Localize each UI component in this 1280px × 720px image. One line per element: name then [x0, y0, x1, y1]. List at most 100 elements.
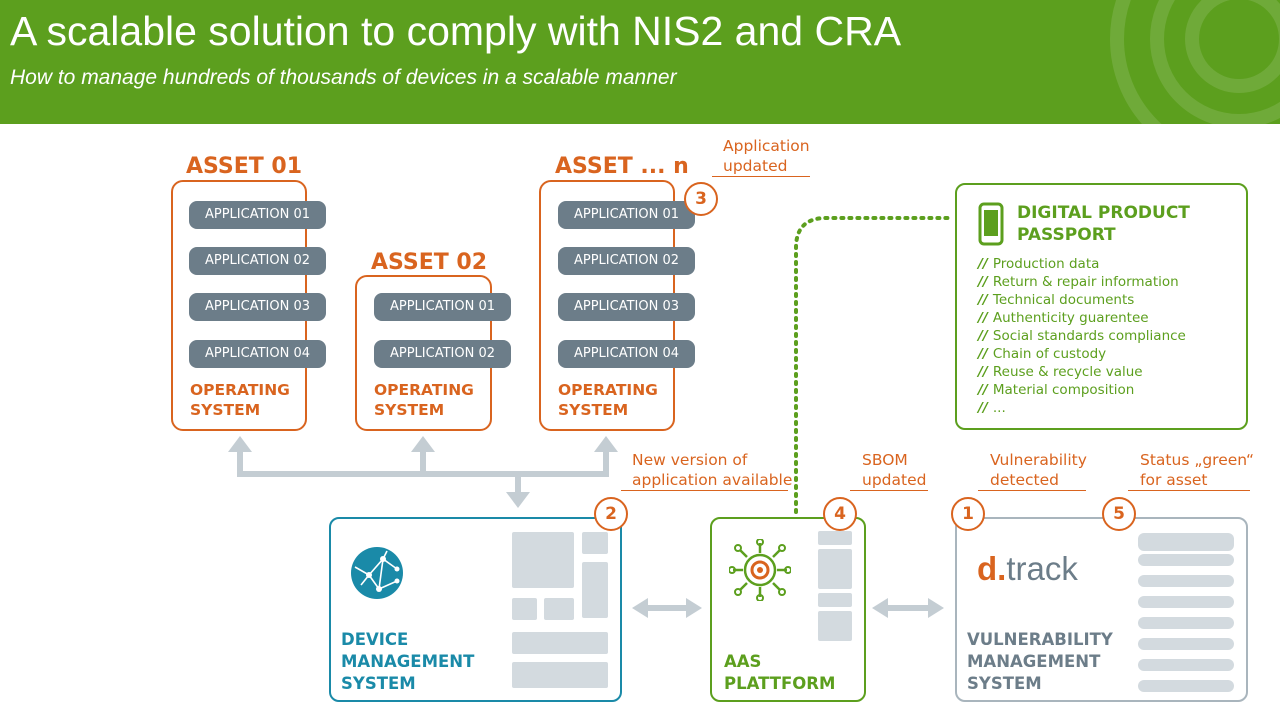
arrow-head	[872, 598, 888, 618]
placeholder-block	[512, 532, 574, 588]
step-3-badge: 3	[684, 182, 718, 216]
placeholder-bar	[1138, 575, 1234, 587]
dpp-list-item: //Authenticity guarentee	[978, 309, 1149, 327]
arrow-head	[632, 598, 648, 618]
asset-title: ASSET 02	[371, 250, 488, 275]
operating-system-label: OPERATING SYSTEM	[374, 381, 474, 419]
dpp-item-label: Return & repair information	[992, 274, 1179, 290]
network-hub-icon	[729, 539, 791, 601]
step-5-badge: 5	[1102, 497, 1136, 531]
asset-n-box: APPLICATION 01 APPLICATION 02 APPLICATIO…	[539, 180, 695, 431]
step-1-note: Vulnerability detected	[990, 451, 1087, 489]
placeholder-block	[818, 531, 852, 545]
operating-system-label: OPERATING SYSTEM	[558, 381, 658, 419]
vulnerability-management-system-panel[interactable]: d.track VULNERABILITY MANAGEMENT SYSTEM	[955, 517, 1248, 702]
placeholder-bar	[1138, 659, 1234, 671]
note-underline	[621, 490, 788, 491]
note-underline	[712, 176, 810, 177]
page-subtitle: How to manage hundreds of thousands of d…	[10, 66, 677, 89]
step-2-badge: 2	[594, 497, 628, 531]
list-marker: //	[978, 310, 988, 326]
arrow-head	[594, 436, 618, 452]
asset-title: ASSET 01	[186, 154, 303, 179]
dpp-list-item: //Reuse & recycle value	[978, 363, 1143, 381]
step-1-badge: 1	[951, 497, 985, 531]
list-marker: //	[978, 346, 988, 362]
list-marker: //	[978, 328, 988, 344]
placeholder-block	[818, 593, 852, 607]
arrow-head	[928, 598, 944, 618]
arrow-head	[228, 436, 252, 452]
step-3-note: Application updated	[723, 137, 810, 175]
aas-platform-panel[interactable]: AAS PLATTFORM	[710, 517, 866, 702]
page-title: A scalable solution to comply with NIS2 …	[10, 8, 902, 54]
list-marker: //	[978, 292, 988, 308]
placeholder-block	[512, 662, 608, 688]
dpp-item-label: Technical documents	[992, 292, 1135, 308]
placeholder-bar	[1138, 596, 1234, 608]
placeholder-block	[512, 598, 537, 620]
dpp-item-label: Chain of custody	[992, 346, 1107, 362]
placeholder-block	[582, 562, 608, 618]
dpp-item-label: Reuse & recycle value	[992, 364, 1143, 380]
dpp-list-item: //Production data	[978, 255, 1099, 273]
arrow-head	[686, 598, 702, 618]
dpp-list-item: //Return & repair information	[978, 273, 1179, 291]
arrow-head	[506, 492, 530, 508]
note-underline	[1128, 490, 1250, 491]
placeholder-bar	[1138, 533, 1234, 551]
application-chip[interactable]: APPLICATION 01	[189, 201, 326, 229]
application-chip[interactable]: APPLICATION 02	[374, 340, 511, 368]
note-underline	[850, 490, 928, 491]
operating-system-label: OPERATING SYSTEM	[190, 381, 290, 419]
placeholder-block	[512, 632, 608, 654]
list-marker: //	[978, 256, 988, 272]
application-chip[interactable]: APPLICATION 04	[558, 340, 695, 368]
application-chip[interactable]: APPLICATION 01	[374, 293, 511, 321]
step-4-badge: 4	[823, 497, 857, 531]
application-chip[interactable]: APPLICATION 03	[558, 293, 695, 321]
placeholder-block	[544, 598, 574, 620]
device-management-system-panel[interactable]: DEVICE MANAGEMENT SYSTEM	[329, 517, 622, 702]
digital-product-passport-panel: DIGITAL PRODUCT PASSPORT //Production da…	[955, 183, 1248, 430]
application-chip[interactable]: APPLICATION 02	[558, 247, 695, 275]
dpp-item-label: Social standards compliance	[992, 328, 1186, 344]
step-2-note: New version of application available	[632, 451, 793, 489]
asset-title: ASSET ... n	[555, 154, 689, 179]
dpp-item-label: Authenticity guarentee	[992, 310, 1149, 326]
list-marker: //	[978, 274, 988, 290]
placeholder-block	[818, 611, 852, 641]
list-marker: //	[978, 364, 988, 380]
asset-02-box: APPLICATION 01 APPLICATION 02 OPERATING …	[355, 275, 511, 431]
application-chip[interactable]: APPLICATION 02	[189, 247, 326, 275]
dtrack-logo-prefix: d.	[977, 550, 1007, 587]
step-5-note: Status „green“ for asset	[1140, 451, 1255, 489]
placeholder-bar	[1138, 680, 1234, 692]
dtrack-logo-name: track	[1006, 550, 1078, 587]
note-underline	[978, 490, 1086, 491]
dpp-item-label: Production data	[992, 256, 1100, 272]
step-4-note: SBOM updated	[862, 451, 927, 489]
dpp-list-item: //Technical documents	[978, 291, 1134, 309]
placeholder-bar	[1138, 554, 1234, 566]
placeholder-bar	[1138, 638, 1234, 650]
dpp-list-item: //...	[978, 399, 1006, 417]
application-chip[interactable]: APPLICATION 01	[558, 201, 695, 229]
vms-label: VULNERABILITY MANAGEMENT SYSTEM	[967, 630, 1113, 693]
aas-label: AAS PLATTFORM	[724, 652, 836, 693]
list-marker: //	[978, 382, 988, 398]
dpp-title: DIGITAL PRODUCT PASSPORT	[1017, 203, 1190, 245]
application-chip[interactable]: APPLICATION 04	[189, 340, 326, 368]
asset-01-box: APPLICATION 01 APPLICATION 02 APPLICATIO…	[171, 180, 326, 431]
dpp-item-label: ...	[992, 400, 1006, 416]
list-marker: //	[978, 400, 988, 416]
dpp-dotted-link	[794, 216, 950, 514]
smartphone-icon	[978, 202, 1004, 246]
placeholder-block	[582, 532, 608, 554]
dpp-item-label: Material composition	[992, 382, 1135, 398]
header-banner: A scalable solution to comply with NIS2 …	[0, 0, 1280, 124]
dpp-list-item: //Social standards compliance	[978, 327, 1186, 345]
application-chip[interactable]: APPLICATION 03	[189, 293, 326, 321]
placeholder-bar	[1138, 617, 1234, 629]
